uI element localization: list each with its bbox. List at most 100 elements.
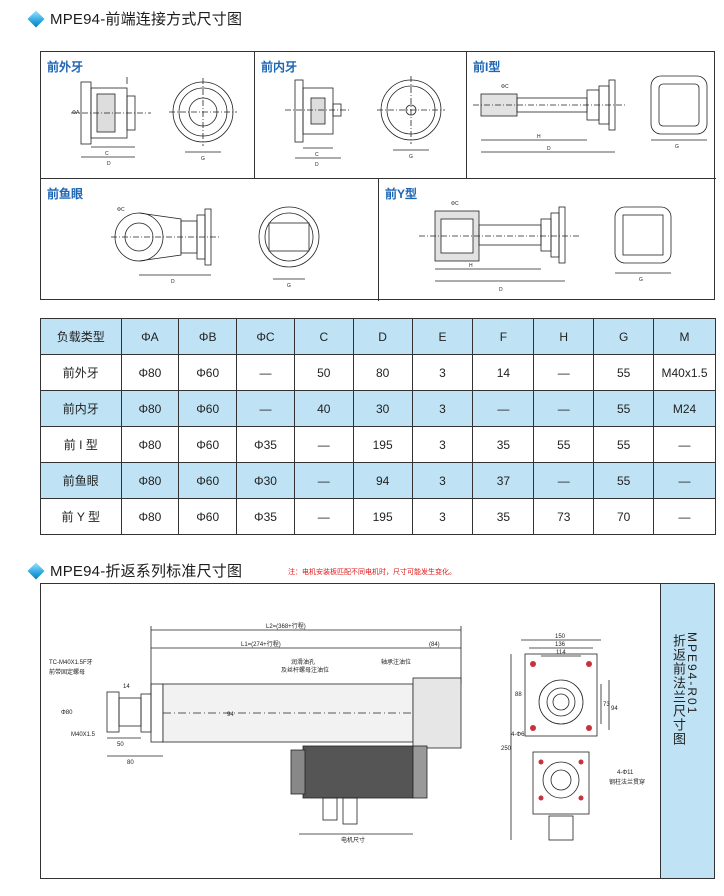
table-cell: 80 xyxy=(352,354,413,391)
table-cell: 73 xyxy=(533,498,595,535)
dim-50: 50 xyxy=(117,742,124,748)
label-H: H xyxy=(537,134,541,140)
panel-label: 前鱼眼 xyxy=(47,187,84,201)
label-phiC: ΦC xyxy=(501,84,509,90)
drawing-sidebar: 折返前法兰尺寸图 MPE94-R01 xyxy=(660,584,714,878)
table-cell: M24 xyxy=(653,390,716,427)
table-cell: 前内牙 xyxy=(40,390,122,427)
table-cell: — xyxy=(236,390,295,427)
table-cell: — xyxy=(653,498,716,535)
label-D: D xyxy=(547,146,551,152)
fisheye-drawing: ΦC D G xyxy=(111,206,320,289)
table-cell: 40 xyxy=(293,390,354,427)
table-cell: Φ60 xyxy=(178,498,238,535)
table-cell: 前 I 型 xyxy=(40,426,122,463)
table-cell: 195 xyxy=(352,426,413,463)
front-connection-drawings: 前外牙 ΦA C D G xyxy=(40,51,716,301)
sidebar-title: 折返前法兰尺寸图 xyxy=(671,634,686,746)
table-row: 前内牙 Φ80 Φ60 — 40 30 3 — — 55 M24 xyxy=(40,390,716,427)
table-cell: — xyxy=(236,354,295,391)
table-cell: Φ80 xyxy=(120,462,180,499)
table-cell: Φ35 xyxy=(236,426,295,463)
panel-label: 前内牙 xyxy=(261,60,298,74)
table-row: 前外牙 Φ80 Φ60 — 50 80 3 14 — 55 M40x1.5 xyxy=(40,354,716,391)
table-cell: Φ30 xyxy=(236,462,295,499)
section-title-front-connection: MPE94-前端连接方式尺寸图 xyxy=(27,8,242,29)
label-C: C xyxy=(105,151,109,157)
return-series-drawing: L2=(368+行程) L1=(274+行程) (84) TC-M40X1.5F… xyxy=(49,622,645,844)
table-cell: — xyxy=(533,462,595,499)
table-cell: 37 xyxy=(472,462,535,499)
header-cell: ΦC xyxy=(236,318,295,355)
label-D: D xyxy=(315,162,319,168)
table-cell: 35 xyxy=(472,498,535,535)
panel-label: 前Y型 xyxy=(385,187,418,201)
table-cell: Φ60 xyxy=(178,426,238,463)
label-H: H xyxy=(469,263,473,269)
label-phiC: ΦC xyxy=(451,201,459,207)
holes-4-phi6: 4-Φ6 xyxy=(511,732,525,738)
label-C: C xyxy=(315,152,319,158)
dimension-table: 负载类型 ΦA ΦB ΦC C D E F H G M 前外牙 Φ80 Φ60 … xyxy=(40,318,716,535)
table-cell: 3 xyxy=(411,462,474,499)
panel-label: 前外牙 xyxy=(47,60,84,74)
table-cell: Φ80 xyxy=(120,426,180,463)
thread-note-2: 前带固定螺母 xyxy=(49,668,85,676)
table-cell: 55 xyxy=(593,426,655,463)
lube-note-2: 及丝杆螺母注油位 xyxy=(281,666,329,674)
table-cell: Φ80 xyxy=(120,390,180,427)
header-cell: M xyxy=(653,318,716,355)
table-row: 前鱼眼 Φ80 Φ60 Φ30 — 94 3 37 — 55 — xyxy=(40,462,716,499)
holes-note: 钢柱法兰贯穿 xyxy=(609,778,645,786)
head-note: 轴承注油位 xyxy=(381,658,411,666)
label-G: G xyxy=(409,154,413,160)
label-phiC: ΦC xyxy=(117,207,125,213)
sidebar-code: MPE94-R01 xyxy=(685,632,699,716)
table-cell: Φ60 xyxy=(178,390,238,427)
table-cell: Φ60 xyxy=(178,462,238,499)
dim-phi80: Φ80 xyxy=(61,710,73,716)
dim-84: (84) xyxy=(429,642,440,648)
i-type-drawing: ΦC H D G xyxy=(473,75,708,153)
header-cell: C xyxy=(293,318,354,355)
panel-front-outer-thread: 前外牙 ΦA C D G xyxy=(41,52,255,179)
diamond-bullet-icon xyxy=(27,10,45,27)
header-cell: ΦA xyxy=(120,318,180,355)
table-cell: 3 xyxy=(411,426,474,463)
table-row: 前 Y 型 Φ80 Φ60 Φ35 — 195 3 35 73 70 — xyxy=(40,498,716,535)
label-G: G xyxy=(201,156,205,162)
motor-size: 电机尺寸 xyxy=(341,836,365,844)
table-cell: 55 xyxy=(533,426,595,463)
dim-136: 136 xyxy=(555,642,566,648)
table-cell: 94 xyxy=(352,462,413,499)
table-cell: 50 xyxy=(293,354,354,391)
table-cell: Φ80 xyxy=(120,498,180,535)
section-title-return-series: MPE94-折返系列标准尺寸图 xyxy=(27,560,242,581)
table-cell: 195 xyxy=(352,498,413,535)
dim-114: 114 xyxy=(556,650,566,656)
label-G: G xyxy=(675,144,679,150)
table-cell: — xyxy=(533,390,595,427)
table-cell: 3 xyxy=(411,390,474,427)
return-series-drawing-frame: L2=(368+行程) L1=(274+行程) (84) TC-M40X1.5F… xyxy=(40,583,715,879)
table-cell: 3 xyxy=(411,354,474,391)
table-cell: — xyxy=(653,426,716,463)
table-cell: — xyxy=(653,462,716,499)
header-cell: F xyxy=(472,318,535,355)
label-phiA: ΦA xyxy=(72,110,80,116)
holes-4-phi11: 4-Φ11 xyxy=(617,770,634,776)
dim-88: 88 xyxy=(515,692,522,698)
panel-front-y-type: 前Y型 ΦC H D G xyxy=(379,179,716,301)
table-cell: Φ60 xyxy=(178,354,238,391)
dim-73: 73 xyxy=(603,702,610,708)
dim-l1: L1=(274+行程) xyxy=(241,640,281,648)
header-cell: G xyxy=(593,318,655,355)
table-cell: — xyxy=(293,426,354,463)
dim-m40: M40X1.5 xyxy=(71,732,96,738)
diamond-bullet-icon xyxy=(27,562,45,579)
dim-250: 250 xyxy=(501,746,512,752)
thread-note-1: TC-M40X1.5F牙 xyxy=(49,659,93,666)
dim-14: 14 xyxy=(123,684,130,690)
y-type-drawing: ΦC H D G xyxy=(419,201,672,293)
table-row: 前 I 型 Φ80 Φ60 Φ35 — 195 3 35 55 55 — xyxy=(40,426,716,463)
